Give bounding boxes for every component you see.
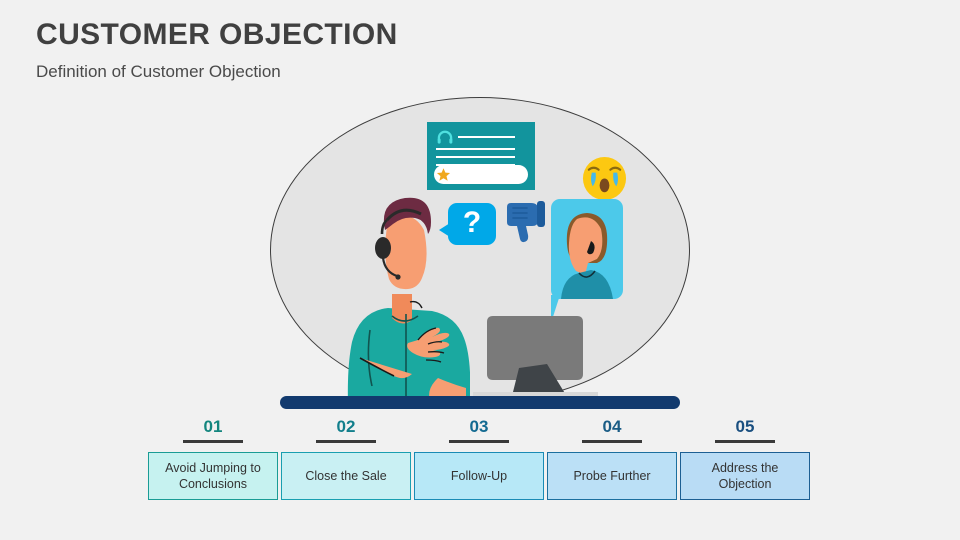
star-icon: [436, 168, 450, 181]
step-label[interactable]: Close the Sale: [281, 452, 411, 500]
step-item-05[interactable]: 05 Address the Objection: [680, 418, 810, 500]
step-underline: [449, 440, 509, 443]
star-icon: [455, 168, 469, 181]
question-mark-label: ?: [462, 205, 482, 239]
review-line: [436, 156, 515, 158]
laptop-icon: [473, 316, 598, 400]
video-call-bubble: [551, 199, 623, 299]
step-number: 03: [469, 417, 489, 436]
review-card: [427, 122, 535, 190]
step-label[interactable]: Avoid Jumping to Conclusions: [148, 452, 278, 500]
crying-face-emoji: [582, 156, 627, 201]
step-label[interactable]: Follow-Up: [414, 452, 544, 500]
step-number: 05: [735, 417, 755, 436]
step-item-01[interactable]: 01 Avoid Jumping to Conclusions: [148, 418, 278, 500]
step-underline: [183, 440, 243, 443]
step-item-03[interactable]: 03 Follow-Up: [414, 418, 544, 500]
step-number: 02: [336, 417, 356, 436]
customer-avatar: [561, 213, 613, 299]
illustration-clip: ?: [268, 95, 692, 410]
step-underline: [582, 440, 642, 443]
step-underline: [316, 440, 376, 443]
headset-icon: [437, 130, 453, 144]
step-label[interactable]: Address the Objection: [680, 452, 810, 500]
star-icon: [512, 168, 526, 181]
support-agent-avatar: [347, 197, 470, 405]
illustration-stage: ?: [268, 95, 692, 410]
review-line: [436, 148, 515, 150]
page-subtitle: Definition of Customer Objection: [36, 62, 281, 81]
star-icon: [474, 168, 488, 181]
step-number: 01: [203, 417, 223, 436]
page-title: CUSTOMER OBJECTION: [36, 18, 398, 51]
baseline-bar: [280, 396, 680, 409]
step-item-02[interactable]: 02 Close the Sale: [281, 418, 411, 500]
step-label[interactable]: Probe Further: [547, 452, 677, 500]
steps-row: 01 Avoid Jumping to Conclusions 02 Close…: [148, 418, 824, 506]
question-speech-bubble: ?: [439, 203, 496, 245]
review-line: [458, 136, 515, 138]
review-star-rating: [434, 165, 528, 184]
step-underline: [715, 440, 775, 443]
star-icon: [493, 168, 507, 181]
thumbs-down-icon: [507, 201, 545, 243]
step-item-04[interactable]: 04 Probe Further: [547, 418, 677, 500]
step-number: 04: [602, 417, 622, 436]
video-bubble-tail: [551, 295, 572, 323]
